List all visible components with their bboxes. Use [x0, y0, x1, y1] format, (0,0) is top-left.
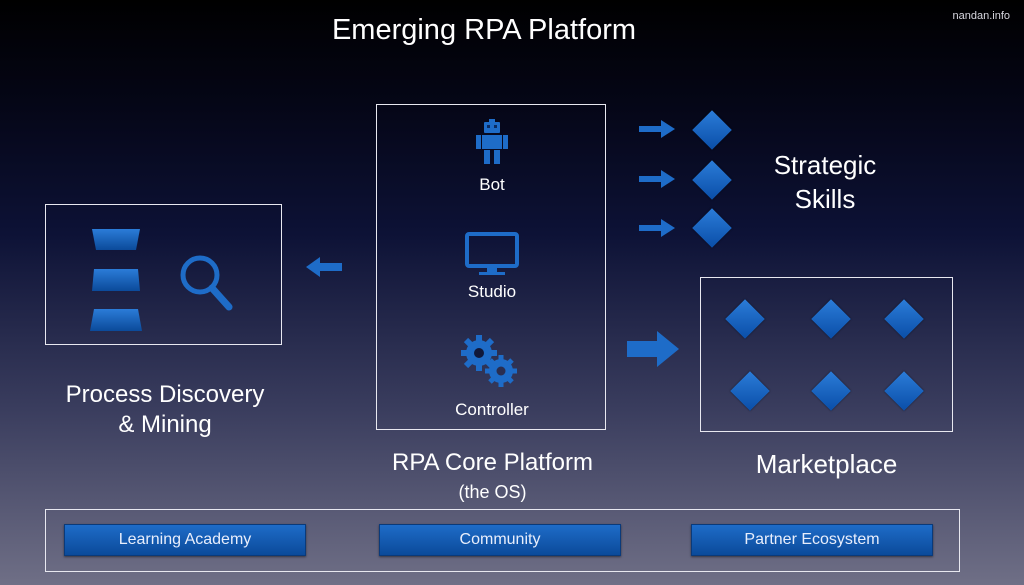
skill-diamond — [692, 208, 732, 248]
core-platform-subcaption: (the OS) — [458, 482, 527, 502]
skill-diamond — [692, 110, 732, 150]
marketplace-caption: Marketplace — [755, 449, 898, 479]
skill-diamond — [692, 160, 732, 200]
process-discovery-caption: Process Discovery & Mining — [20, 380, 310, 440]
bot-label: Bot — [479, 175, 505, 194]
marketplace-diamond — [884, 371, 924, 411]
strategic-skills-line2: Skills — [794, 184, 856, 214]
partner-ecosystem-button[interactable]: Partner Ecosystem — [691, 524, 933, 556]
funnel-icon — [90, 229, 142, 331]
core-platform-caption: RPA Core Platform — [392, 449, 593, 476]
controller-label: Controller — [455, 400, 529, 419]
arrow-right-icon — [639, 120, 675, 138]
ecosystem-bar — [45, 509, 960, 572]
marketplace-diamond — [811, 299, 851, 339]
page-title: Emerging RPA Platform — [331, 14, 637, 46]
strategic-skills-caption: Strategic Skills — [740, 148, 910, 216]
arrow-left-icon — [306, 257, 342, 277]
process-discovery-line2: & Mining — [118, 411, 212, 438]
robot-icon — [476, 119, 508, 164]
marketplace-box — [700, 277, 953, 432]
magnifier-icon — [180, 255, 233, 311]
process-discovery-line1: Process Discovery — [65, 381, 265, 408]
watermark: nandan.info — [952, 10, 1011, 22]
arrow-right-icon — [639, 170, 675, 188]
core-platform-box: Bot Studio Controller — [376, 104, 606, 430]
strategic-skills-line1: Strategic — [773, 150, 877, 180]
arrow-right-icon — [639, 219, 675, 237]
learning-academy-button[interactable]: Learning Academy — [64, 524, 306, 556]
monitor-icon — [465, 232, 519, 275]
studio-label: Studio — [467, 282, 517, 301]
marketplace-diamond — [811, 371, 851, 411]
gears-icon — [461, 335, 517, 387]
community-button[interactable]: Community — [379, 524, 621, 556]
marketplace-diamond — [884, 299, 924, 339]
arrow-right-large-icon — [627, 331, 679, 367]
marketplace-diamond — [725, 299, 765, 339]
process-discovery-box — [45, 204, 282, 345]
marketplace-diamond — [730, 371, 770, 411]
